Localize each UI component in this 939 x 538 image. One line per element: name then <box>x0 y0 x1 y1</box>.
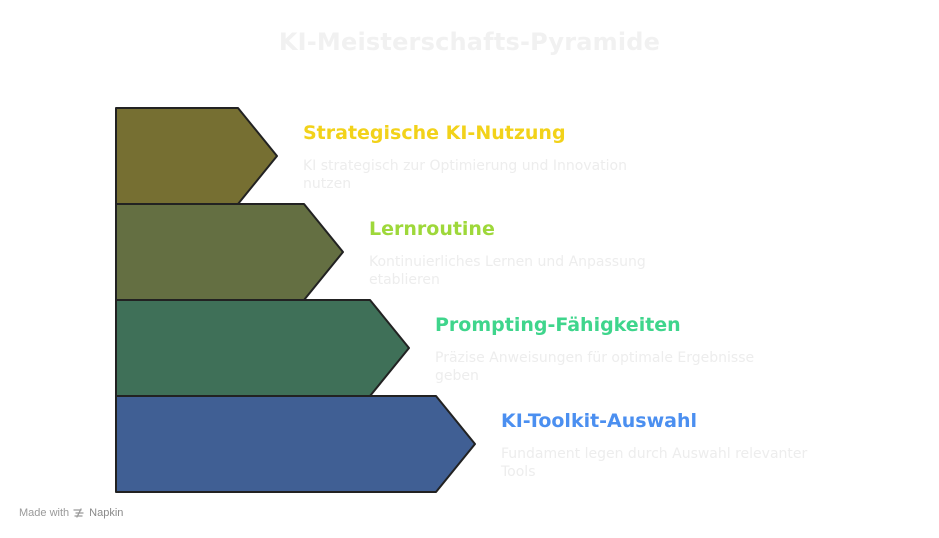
step-description-lernroutine: Kontinuierliches Lernen und Anpassung et… <box>369 254 646 288</box>
step-label-strategische-ki-nutzung: Strategische KI-Nutzung <box>303 122 566 144</box>
step-label-ki-toolkit-auswahl: KI-Toolkit-Auswahl <box>501 410 698 432</box>
step-shape-strategische-ki-nutzung <box>115 107 278 205</box>
step-shape-ki-toolkit-auswahl <box>115 395 476 493</box>
step-description-ki-toolkit-auswahl: Fundament legen durch Auswahl relevanter… <box>501 446 808 480</box>
napkin-brand-label: Napkin <box>89 507 124 519</box>
step-shape-prompting-faehigkeiten <box>115 299 410 397</box>
napkin-logo-icon <box>73 508 84 518</box>
step-shape-lernroutine <box>115 203 344 301</box>
made-with-label: Made with <box>19 507 70 519</box>
made-with-napkin-footer: Made with Napkin <box>19 507 123 519</box>
diagram-title: KI-Meisterschafts-Pyramide <box>278 28 661 56</box>
step-label-lernroutine: Lernroutine <box>369 218 495 240</box>
step-description-prompting-faehigkeiten: Präzise Anweisungen für optimale Ergebni… <box>435 350 755 384</box>
step-label-prompting-faehigkeiten: Prompting-Fähigkeiten <box>435 314 681 336</box>
step-description-strategische-ki-nutzung: KI strategisch zur Optimierung und Innov… <box>303 158 627 192</box>
